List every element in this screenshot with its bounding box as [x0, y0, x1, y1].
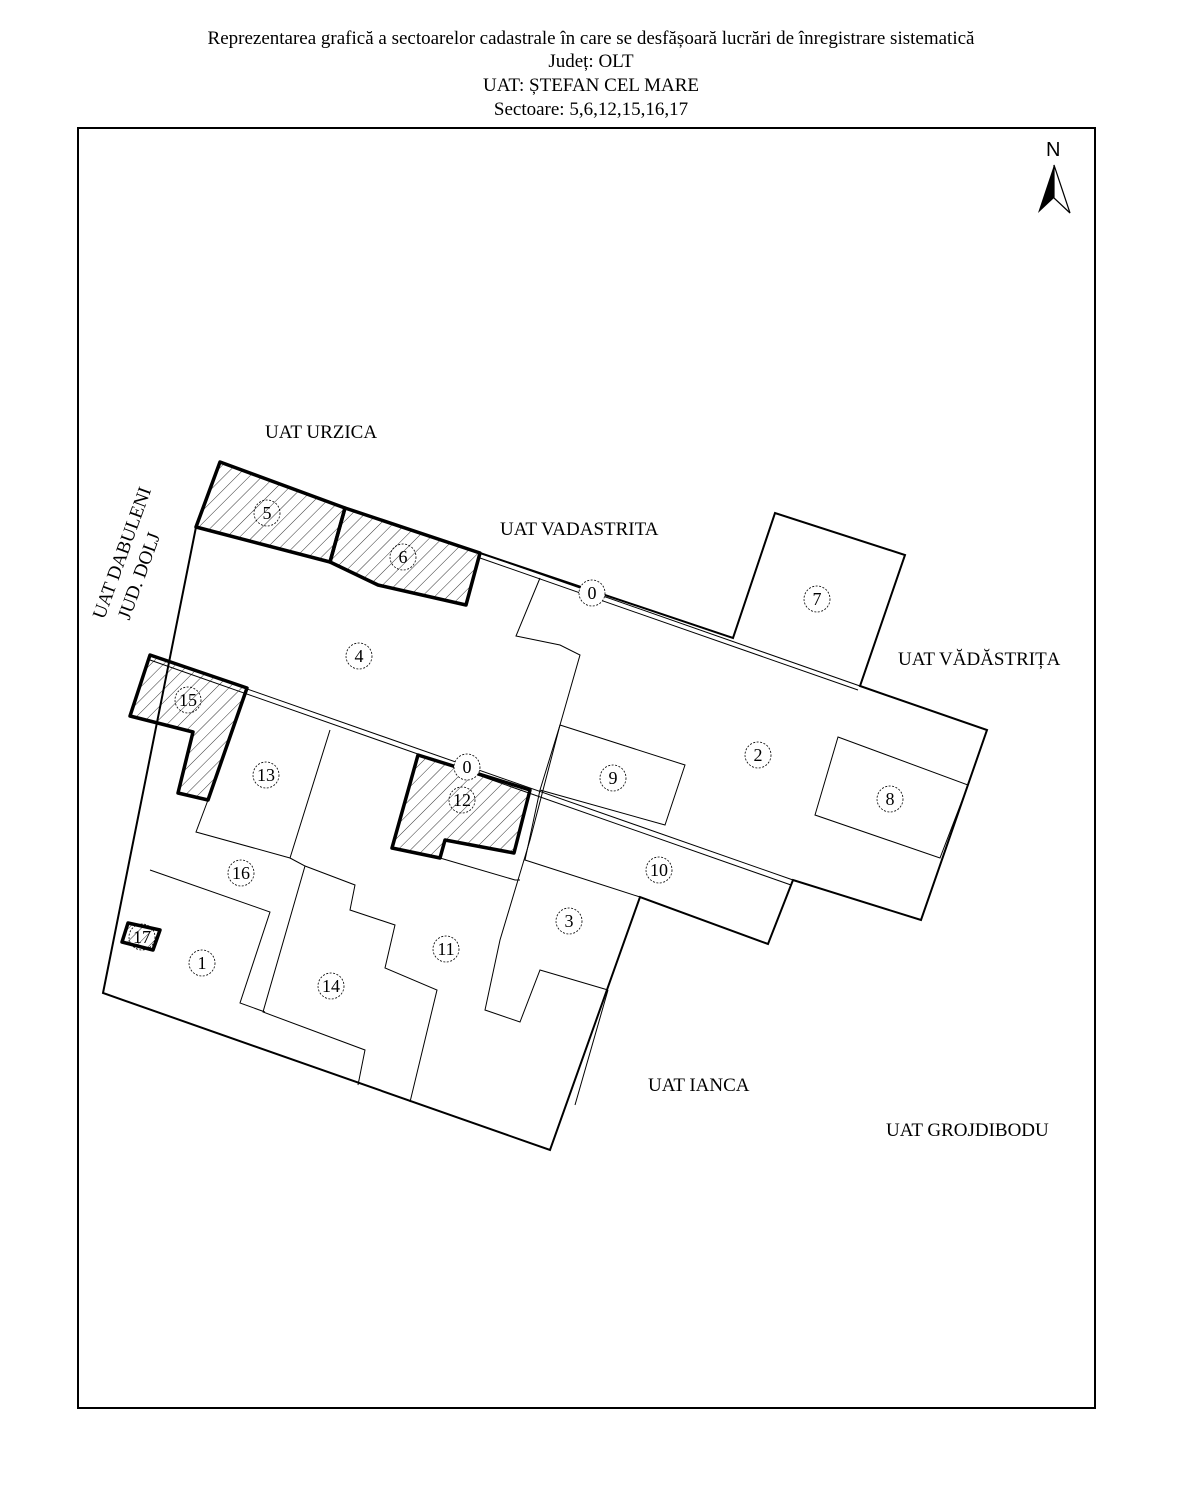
neighbor-vadastrita-east: UAT VĂDĂSTRIȚA — [898, 649, 1061, 670]
sector-12-area[interactable] — [390, 753, 532, 860]
sector-number: 3 — [565, 911, 574, 931]
sector-circle — [188, 949, 216, 977]
sector-circle — [876, 785, 904, 813]
sector-number: 1 — [198, 953, 207, 973]
sector-number: 17 — [133, 927, 151, 947]
sector-label-s4: 4 — [345, 642, 373, 670]
map-frame — [77, 127, 1096, 1409]
sector-circle — [174, 686, 202, 714]
sector-circle — [253, 499, 281, 527]
sector-circle — [555, 907, 583, 935]
map-title: Reprezentarea grafică a sectoarelor cada… — [207, 28, 975, 49]
sector-17-area[interactable] — [120, 921, 162, 952]
sector-circle — [645, 856, 673, 884]
sector-number: 11 — [437, 939, 454, 959]
sector-label-s17: 17 — [128, 923, 156, 951]
sector-label-s0b: 0 — [453, 753, 481, 781]
sector-label-s0a: 0 — [578, 579, 606, 607]
sector-circle — [453, 753, 481, 781]
sector-label-s12: 12 — [448, 786, 476, 814]
sector-label-s6: 6 — [389, 543, 417, 571]
sector-15-area[interactable] — [128, 653, 249, 802]
sector-number: 12 — [453, 790, 471, 810]
sector-label-s13: 13 — [252, 761, 280, 789]
sector-circle — [448, 786, 476, 814]
sector-circle — [317, 972, 345, 1000]
sector-number: 15 — [179, 690, 197, 710]
sector-label-s10: 10 — [645, 856, 673, 884]
sector-number: 16 — [232, 863, 250, 883]
sector-circle — [345, 642, 373, 670]
sector-number: 0 — [588, 583, 597, 603]
sector-number: 4 — [355, 646, 364, 666]
sector-number: 7 — [813, 589, 822, 609]
sector-label-s7: 7 — [803, 585, 831, 613]
uat-label: UAT: ȘTEFAN CEL MARE — [483, 75, 699, 96]
sector-number: 0 — [463, 757, 472, 777]
sector-circle — [252, 761, 280, 789]
sector-circle — [227, 859, 255, 887]
sector-label-s1: 1 — [188, 949, 216, 977]
neighbor-urzica: UAT URZICA — [265, 422, 377, 443]
sector-number: 2 — [754, 745, 763, 765]
highlighted-sectors — [120, 460, 532, 952]
sector-label-s3: 3 — [555, 907, 583, 935]
sector-label-s15: 15 — [174, 686, 202, 714]
sector-circle — [432, 935, 460, 963]
neighbor-ianca: UAT IANCA — [648, 1075, 750, 1096]
county-label: Județ: OLT — [548, 51, 634, 72]
sector-label-s11: 11 — [432, 935, 460, 963]
uat-boundary — [101, 460, 989, 1152]
north-label: N — [1046, 139, 1060, 161]
sector-6-area[interactable] — [328, 506, 482, 607]
sector-circle — [128, 923, 156, 951]
neighbor-vadastrita-north: UAT VADASTRITA — [500, 519, 659, 540]
neighbor-grojdibodu: UAT GROJDIBODU — [886, 1120, 1049, 1141]
sector-label-s14: 14 — [317, 972, 345, 1000]
north-arrow-icon: N — [1038, 139, 1071, 214]
internal-boundaries — [149, 577, 969, 1106]
sector-number: 13 — [257, 765, 275, 785]
sector-label-s16: 16 — [227, 859, 255, 887]
sector-number: 9 — [609, 768, 618, 788]
sector-circle — [389, 543, 417, 571]
sectors-label: Sectoare: 5,6,12,15,16,17 — [493, 99, 689, 120]
sector-number: 6 — [399, 547, 408, 567]
sector-label-s5: 5 — [253, 499, 281, 527]
sector-label-s9: 9 — [599, 764, 627, 792]
sector-number: 8 — [886, 789, 895, 809]
sector-number: 14 — [322, 976, 340, 996]
sector-circle — [599, 764, 627, 792]
sector-circle — [744, 741, 772, 769]
sector-circle — [803, 585, 831, 613]
sector-label-s2: 2 — [744, 741, 772, 769]
sector-number: 5 — [263, 503, 272, 523]
sector-number: 10 — [650, 860, 668, 880]
sector-label-s8: 8 — [876, 785, 904, 813]
sector-circle — [578, 579, 606, 607]
